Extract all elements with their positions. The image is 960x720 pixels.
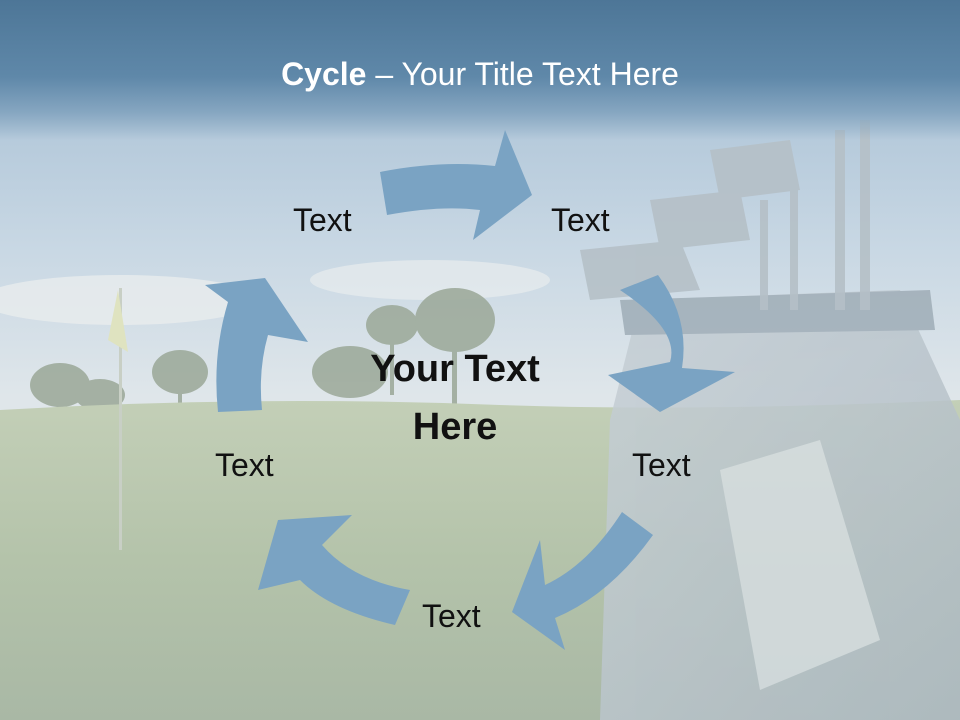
center-text: Your Text Here — [330, 340, 580, 456]
tree-icon — [30, 288, 495, 411]
title-rest: – Your Title Text Here — [366, 56, 679, 92]
golf-flag-icon — [108, 288, 128, 550]
golf-club-icon — [580, 120, 870, 310]
cycle-label-left: Text — [215, 447, 274, 483]
cycle-label-bottom: Text — [422, 598, 481, 634]
slide-title: Cycle – Your Title Text Here — [0, 56, 960, 93]
cycle-label-top-left: Text — [293, 202, 352, 238]
cycle-arrow-bottom-right — [512, 512, 653, 650]
title-band — [0, 0, 960, 140]
cycle-arrow-bottom-left — [258, 515, 410, 625]
cycle-arrow-left — [205, 278, 308, 412]
golf-bag-icon — [600, 290, 960, 720]
title-bold: Cycle — [281, 56, 367, 92]
cycle-label-right: Text — [632, 447, 691, 483]
center-text-line2: Here — [412, 406, 498, 448]
cycle-arrow-top — [380, 130, 532, 240]
cycle-label-top-right: Text — [551, 202, 610, 238]
center-text-line1: Your Text — [370, 348, 540, 390]
cycle-arrow-right — [608, 275, 735, 412]
